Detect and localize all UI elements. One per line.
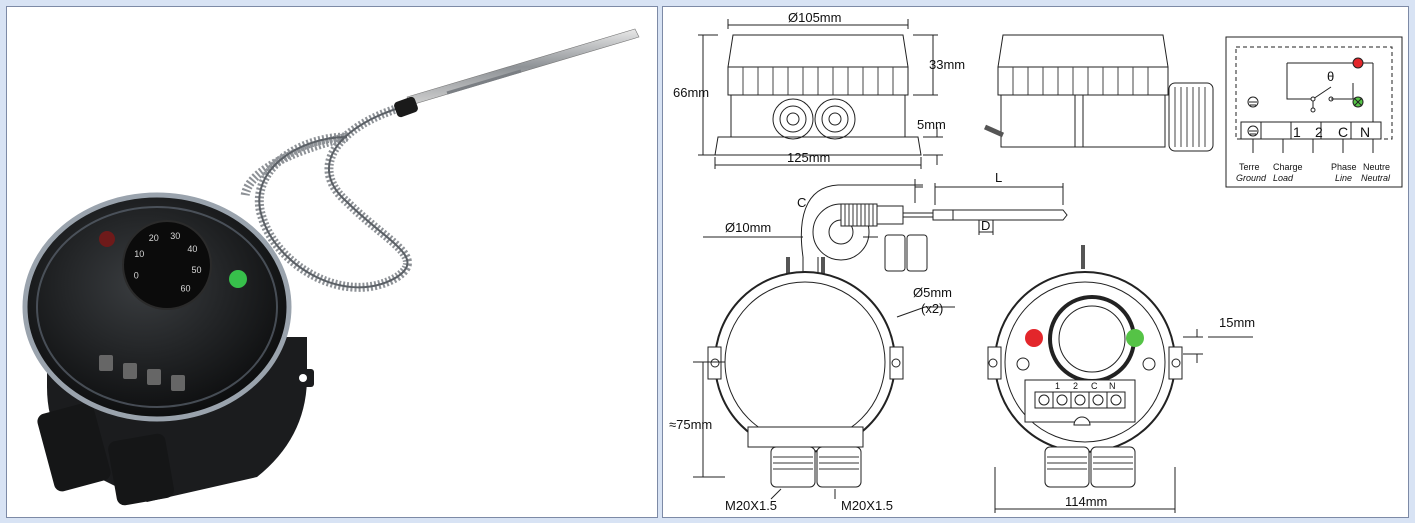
wiring-theta: θ: [1327, 69, 1334, 84]
dial-mark: 20: [149, 233, 159, 243]
dim-cover-height: 33mm: [929, 57, 965, 72]
cable-gland-right: [108, 433, 175, 506]
dial-mark: 40: [187, 244, 197, 254]
front-red-light: [1025, 329, 1043, 347]
dim-gland-right: M20X1.5: [841, 498, 893, 513]
red-indicator-light: [99, 231, 115, 247]
label-phase: Phase: [1331, 162, 1357, 172]
wiring-terminal-2: 2: [1315, 124, 1323, 140]
dial-mark: 30: [170, 231, 180, 241]
label-ground: Ground: [1236, 173, 1267, 183]
dial-mark: 0: [134, 270, 139, 280]
dimension-drawing: Ø105mm 33mm 66mm 5mm 125mm: [669, 10, 1403, 513]
back-view: [707, 257, 904, 488]
dim-top-diameter: Ø105mm: [788, 10, 841, 25]
front-terminal-block: [1034, 391, 1126, 409]
dim-hole-diameter: Ø5mm: [913, 285, 952, 300]
dial-mark: 10: [134, 249, 144, 259]
label-neutral: Neutral: [1361, 173, 1391, 183]
probe-bulb: [406, 28, 640, 106]
dim-bulb-length: L: [995, 170, 1002, 185]
wiring-red-lamp: [1352, 57, 1364, 69]
dial-mark: 50: [192, 265, 202, 275]
probe-gland: [394, 96, 418, 118]
front-terminal-1: 1: [1055, 381, 1060, 391]
dim-front-width: 114mm: [1065, 494, 1107, 509]
dim-gland-left: M20X1.5: [725, 498, 777, 513]
dim-capillary-diameter: Ø10mm: [725, 220, 771, 235]
wiring-terminal-c: C: [1338, 124, 1348, 140]
probe-capillary: [446, 69, 522, 95]
label-line: Line: [1335, 173, 1352, 183]
label-terre: Terre: [1239, 162, 1260, 172]
wiring-diagram: [1225, 36, 1403, 188]
dial-mark: 60: [181, 284, 191, 294]
front-terminal-2: 2: [1073, 381, 1078, 391]
wiring-terminal-1: 1: [1293, 124, 1301, 140]
wiring-terminal-n: N: [1360, 124, 1370, 140]
green-indicator-light: [229, 270, 247, 288]
label-charge: Charge: [1273, 162, 1303, 172]
temperature-dial: [122, 220, 212, 310]
dim-tab-offset: 15mm: [1219, 315, 1255, 330]
dim-base-width: 125mm: [787, 150, 830, 165]
side-view-left: [714, 34, 922, 156]
front-terminal-c: C: [1091, 381, 1098, 391]
dim-body-height: ≈75mm: [669, 417, 712, 432]
cable-gland-left: [37, 402, 111, 492]
dim-bulb-diameter: D: [981, 218, 990, 233]
front-terminal-n: N: [1109, 381, 1116, 391]
front-view: [987, 245, 1183, 488]
technical-drawing-panel: Ø105mm 33mm 66mm 5mm 125mm: [662, 6, 1409, 518]
dim-total-height: 66mm: [673, 85, 709, 100]
dim-hole-count: (x2): [921, 301, 943, 316]
side-view-right: [983, 34, 1214, 152]
terminal-screws: [99, 355, 185, 391]
front-green-light: [1126, 329, 1144, 347]
capillary-probe: [800, 184, 1068, 274]
dim-capillary: C: [797, 195, 806, 210]
label-neutre: Neutre: [1363, 162, 1390, 172]
label-load: Load: [1273, 173, 1294, 183]
dim-base-height: 5mm: [917, 117, 946, 132]
